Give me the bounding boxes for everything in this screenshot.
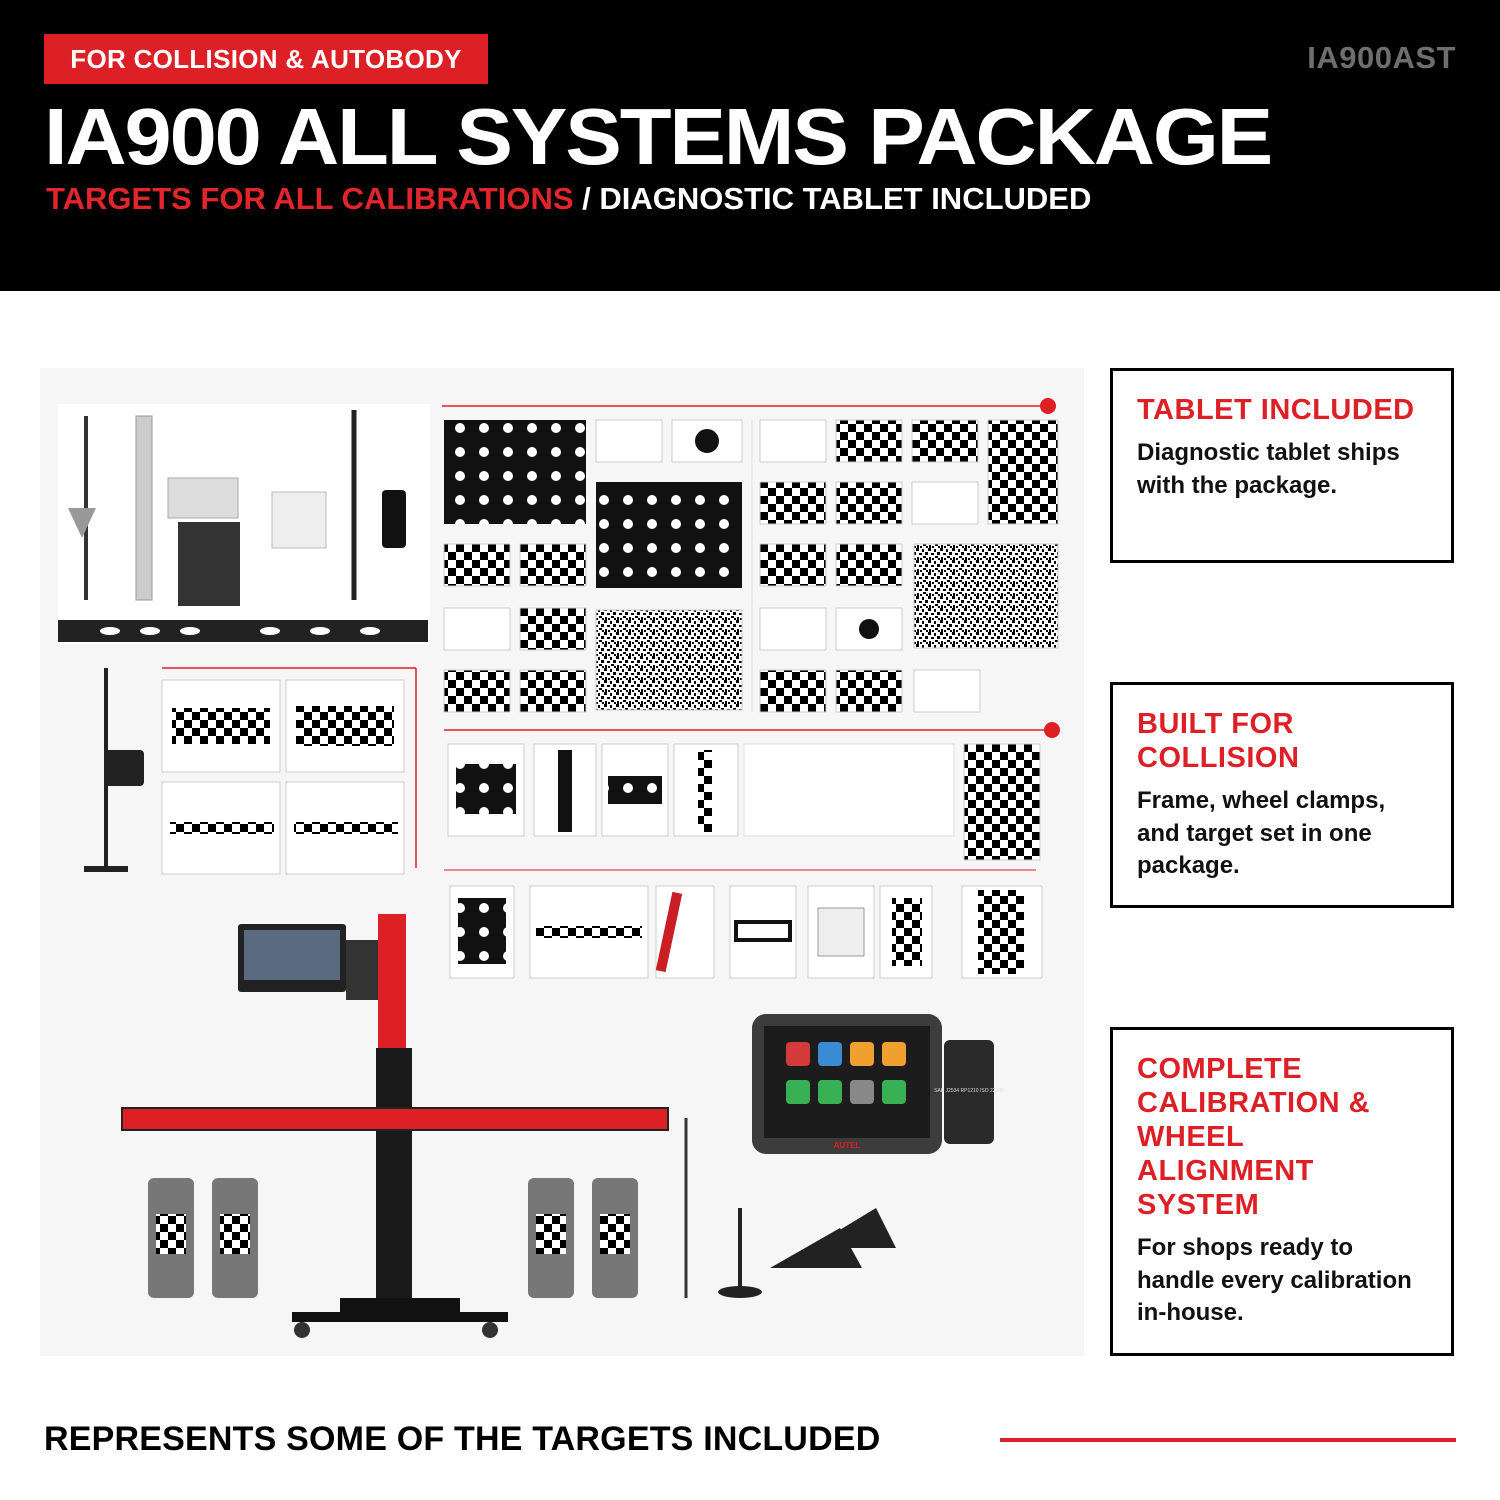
feature-collision-title: BUILT FOR COLLISION (1137, 708, 1300, 774)
subtitle-targets: TARGETS FOR ALL CALIBRATIONS (46, 181, 574, 216)
wheel-clamps (148, 1178, 638, 1298)
accessories (684, 1118, 896, 1298)
diagnostic-tablet: AUTEL SAE J2534 RP1210 ISO 22900 (752, 1014, 1004, 1154)
subtitle-tablet: / DIAGNOSTIC TABLET INCLUDED (582, 181, 1092, 216)
category-badge: FOR COLLISION & AUTOBODY (44, 34, 488, 84)
feature-tablet-body: Diagnostic tablet ships with the package… (1137, 439, 1400, 499)
ia900-calibration-frame (121, 914, 669, 1338)
feature-tablet-title: TABLET INCLUDED (1137, 394, 1415, 426)
subtitle: TARGETS FOR ALL CALIBRATIONS / DIAGNOSTI… (46, 181, 1091, 217)
adas-target-sheets (442, 398, 1059, 713)
category-badge-label: FOR COLLISION & AUTOBODY (70, 43, 462, 74)
page-title: IA900 ALL SYSTEMS PACKAGE (44, 92, 1273, 181)
camera-target-sheets (444, 722, 1060, 979)
radar-stand-targets (84, 667, 417, 875)
tablet-brand-label: AUTEL (834, 1141, 861, 1150)
feature-tablet: TABLET INCLUDED Diagnostic tablet ships … (1110, 368, 1454, 563)
feature-calibration: COMPLETE CALIBRATION & WHEEL ALIGNMENT S… (1110, 1027, 1454, 1356)
calibration-frame-equipment (58, 404, 430, 644)
feature-collision-body: Frame, wheel clamps, and target set in o… (1137, 787, 1386, 879)
feature-calibration-body: For shops ready to handle every calibrat… (1137, 1234, 1412, 1326)
product-collage: AUTEL SAE J2534 RP1210 ISO 22900 (40, 368, 1084, 1356)
feature-calibration-title: COMPLETE CALIBRATION & WHEEL ALIGNMENT S… (1137, 1053, 1371, 1221)
footer-caption: REPRESENTS SOME OF THE TARGETS INCLUDED (44, 1420, 881, 1458)
sku-label: IA900AST (1307, 40, 1456, 75)
footer-divider (1000, 1438, 1456, 1442)
product-collage-image: AUTEL SAE J2534 RP1210 ISO 22900 (58, 398, 1060, 1338)
vci-label: SAE J2534 RP1210 ISO 22900 (934, 1088, 1004, 1094)
feature-collision: BUILT FOR COLLISION Frame, wheel clamps,… (1110, 682, 1454, 908)
header-banner: FOR COLLISION & AUTOBODY IA900AST IA900 … (0, 0, 1500, 291)
